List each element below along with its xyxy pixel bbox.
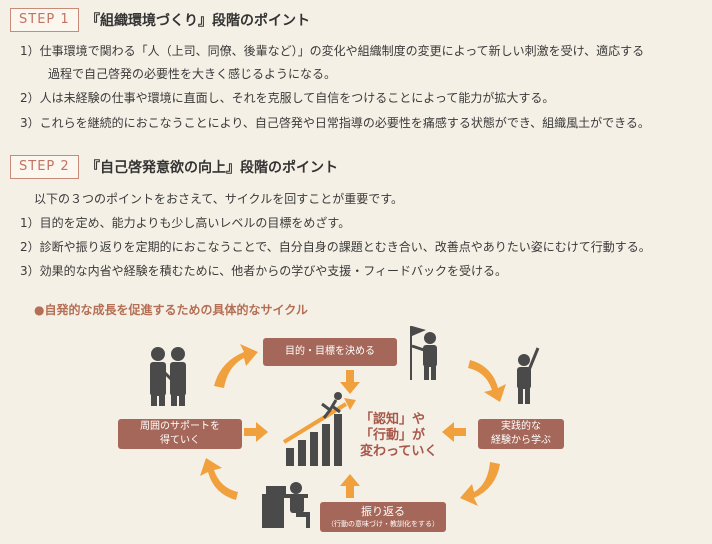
step1-item-2: 2）人は未経験の仕事や環境に直面し、それを克服して自信をつけることによって能力が… xyxy=(20,91,555,105)
flag-person-icon xyxy=(410,326,437,380)
cycle-arrows xyxy=(200,344,506,506)
experience-label-2: 経験から学ぶ xyxy=(491,435,551,446)
arrow-up-from-bottom xyxy=(340,474,360,498)
arrow-top-to-right xyxy=(468,360,506,402)
support-box: 周囲のサポートを 得ていく xyxy=(118,419,242,449)
arrow-right-from-left xyxy=(244,422,268,442)
handshake-figures-icon xyxy=(150,347,186,406)
center-growth-icon xyxy=(282,392,356,466)
cheering-person-icon xyxy=(517,347,540,404)
reflection-label: 振り返る xyxy=(361,505,405,518)
step2-title: 『自己啓発意欲の向上』段階のポイント xyxy=(86,160,338,176)
center-line-2: 「行動」が xyxy=(360,428,426,443)
center-line-1: 「認知」や xyxy=(360,412,426,427)
cycle-subtitle: ●自発的な成長を促進するための具体的なサイクル xyxy=(34,303,308,317)
arrow-bottom-to-left xyxy=(200,458,238,500)
support-label-2: 得ていく xyxy=(160,435,200,446)
step2-item-1: 1）目的を定め、能力よりも少し高いレベルの目標をめざす。 xyxy=(20,216,351,230)
step2-item-2: 2）診断や振り返りを定期的におこなうことで、自分自身の課題とむき合い、改善点やあ… xyxy=(20,240,651,254)
support-label-1: 周囲のサポートを xyxy=(140,421,220,432)
experience-box: 実践的な 経験から学ぶ xyxy=(478,419,564,449)
step2-item-3: 3）効果的な内省や経験を積むために、他者からの学びや支援・フィードバックを受ける… xyxy=(20,264,508,278)
center-arrows xyxy=(244,370,466,498)
step1-title: 『組織環境づくり』段階のポイント xyxy=(86,13,310,29)
reflection-box: 振り返る （行動の意味づけ・教訓化をする） xyxy=(320,502,446,532)
step2-badge: STEP 2 xyxy=(10,155,79,179)
reflection-sublabel: （行動の意味づけ・教訓化をする） xyxy=(327,520,439,528)
step1-badge: STEP 1 xyxy=(10,8,79,32)
step1-item-1: 1）仕事環境で関わる「人（上司、同僚、後輩など）」の変化や組織制度の変更によって… xyxy=(20,44,645,58)
center-line-3: 変わっていく xyxy=(360,444,438,459)
step2-intro: 以下の３つのポイントをおさえて、サイクルを回すことが重要です。 xyxy=(34,192,404,206)
center-message: 「認知」や 「行動」が 変わっていく xyxy=(360,412,437,460)
desk-worker-icon xyxy=(262,482,310,528)
step1-item-3: 3）これらを継続的におこなうことにより、自己啓発や日常指導の必要性を痛感する状態… xyxy=(20,116,650,130)
experience-label-1: 実践的な xyxy=(501,421,541,432)
goal-setting-label: 目的・目標を決める xyxy=(285,346,375,357)
goal-setting-box: 目的・目標を決める xyxy=(263,338,397,366)
arrow-left-from-right xyxy=(442,422,466,442)
step1-item-1-cont: 過程で自己啓発の必要性を大きく感じるようになる。 xyxy=(48,67,337,81)
arrow-right-to-bottom xyxy=(460,462,500,506)
arrow-down-from-top xyxy=(340,370,360,394)
arrow-left-to-top xyxy=(214,344,258,388)
